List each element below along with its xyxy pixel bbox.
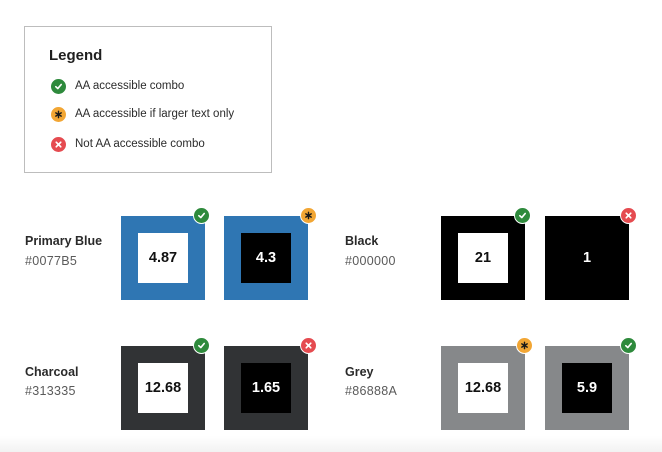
color-hex-charcoal: #313335 — [25, 384, 76, 398]
x-icon — [51, 136, 66, 152]
bottom-edge — [0, 436, 662, 452]
contrast-value: 4.87 — [138, 233, 188, 283]
x-icon — [300, 337, 317, 354]
color-name-primary-blue: Primary Blue — [25, 234, 103, 248]
legend-item-label: AA accessible if larger text only — [75, 108, 235, 120]
asterisk-icon — [516, 337, 533, 354]
check-icon — [193, 207, 210, 224]
legend-item-label: Not AA accessible combo — [75, 138, 205, 150]
contrast-value: 1.65 — [241, 363, 291, 413]
check-icon — [193, 337, 210, 354]
swatch-black-black-text: 1 — [545, 216, 629, 300]
legend-item-pass: AA accessible combo — [51, 77, 184, 95]
contrast-value: 1 — [582, 250, 592, 266]
contrast-value: 21 — [458, 233, 508, 283]
color-name-charcoal: Charcoal — [25, 365, 79, 379]
color-hex-primary-blue: #0077B5 — [25, 254, 78, 268]
color-name-grey: Grey — [345, 365, 374, 379]
legend-box: Legend AA accessible combo AA accessible… — [24, 26, 272, 173]
swatch-charcoal-white-text: 12.68 — [121, 346, 205, 430]
contrast-value: 12.68 — [458, 363, 508, 413]
swatch-black-white-text: 21 — [441, 216, 525, 300]
swatch-primary-blue-white-text: 4.87 — [121, 216, 205, 300]
x-icon — [620, 207, 637, 224]
check-icon — [514, 207, 531, 224]
check-icon — [51, 78, 66, 94]
color-hex-grey: #86888A — [345, 384, 398, 398]
legend-item-large: AA accessible if larger text only — [51, 105, 234, 123]
swatch-grey-white-text: 12.68 — [441, 346, 525, 430]
contrast-value: 4.3 — [241, 233, 291, 283]
check-icon — [620, 337, 637, 354]
legend-item-label: AA accessible combo — [75, 80, 185, 92]
asterisk-icon — [300, 207, 317, 224]
swatch-charcoal-black-text: 1.65 — [224, 346, 308, 430]
legend-title: Legend — [49, 47, 103, 64]
color-hex-black: #000000 — [345, 254, 396, 268]
asterisk-icon — [51, 106, 66, 122]
swatch-primary-blue-black-text: 4.3 — [224, 216, 308, 300]
legend-item-fail: Not AA accessible combo — [51, 135, 205, 153]
contrast-value: 12.68 — [138, 363, 188, 413]
color-name-black: Black — [345, 234, 379, 248]
contrast-value: 5.9 — [562, 363, 612, 413]
swatch-grey-black-text: 5.9 — [545, 346, 629, 430]
